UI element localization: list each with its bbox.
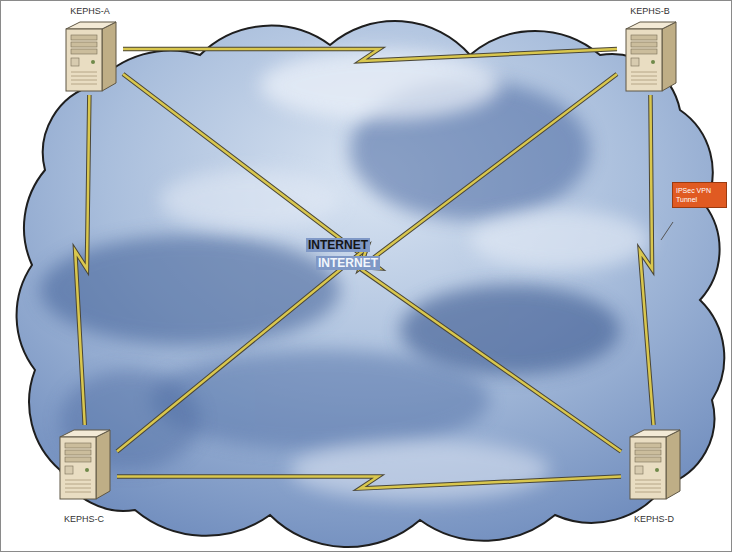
server-node: KEPHS-C [54, 428, 114, 525]
server-node: KEPHS-A [60, 6, 120, 92]
server-icon [60, 20, 120, 92]
link-bolt [640, 95, 654, 425]
server-node: KEPHS-D [624, 428, 684, 525]
link-outline [123, 49, 617, 61]
cloud-label: INTERNET [306, 238, 370, 252]
vpn-link [640, 95, 654, 425]
cloud-shading [40, 50, 650, 500]
vpn-link [75, 95, 89, 425]
vpn-link [117, 74, 617, 452]
cloud-outline [17, 21, 725, 547]
link-bolt [123, 74, 621, 451]
link-outline [123, 74, 621, 451]
link-bolt [75, 95, 89, 425]
server-icon [624, 428, 684, 500]
server-name: KEPHS-B [629, 6, 671, 17]
server-name: KEPHS-A [69, 6, 111, 17]
callout-box: IPSec VPN Tunnel [672, 182, 727, 208]
server-icon [54, 428, 114, 500]
vpn-link [117, 477, 621, 489]
vpn-link [123, 74, 621, 451]
server-icon [620, 20, 680, 92]
link-bolt [117, 74, 617, 452]
server-name: KEPHS-D [633, 514, 675, 525]
vpn-link [123, 49, 617, 61]
link-outline [75, 95, 89, 425]
callout-leader-line [661, 222, 673, 240]
link-outline [117, 74, 617, 452]
server-node: KEPHS-B [620, 6, 680, 92]
callout-text: IPSec VPN Tunnel [676, 186, 723, 204]
cloud-shape [17, 21, 725, 547]
cloud-label: INTERNET [316, 256, 380, 270]
link-outline [117, 477, 621, 489]
link-outline [640, 95, 654, 425]
link-bolt [117, 477, 621, 489]
link-bolt [123, 49, 617, 61]
server-name: KEPHS-C [63, 514, 105, 525]
